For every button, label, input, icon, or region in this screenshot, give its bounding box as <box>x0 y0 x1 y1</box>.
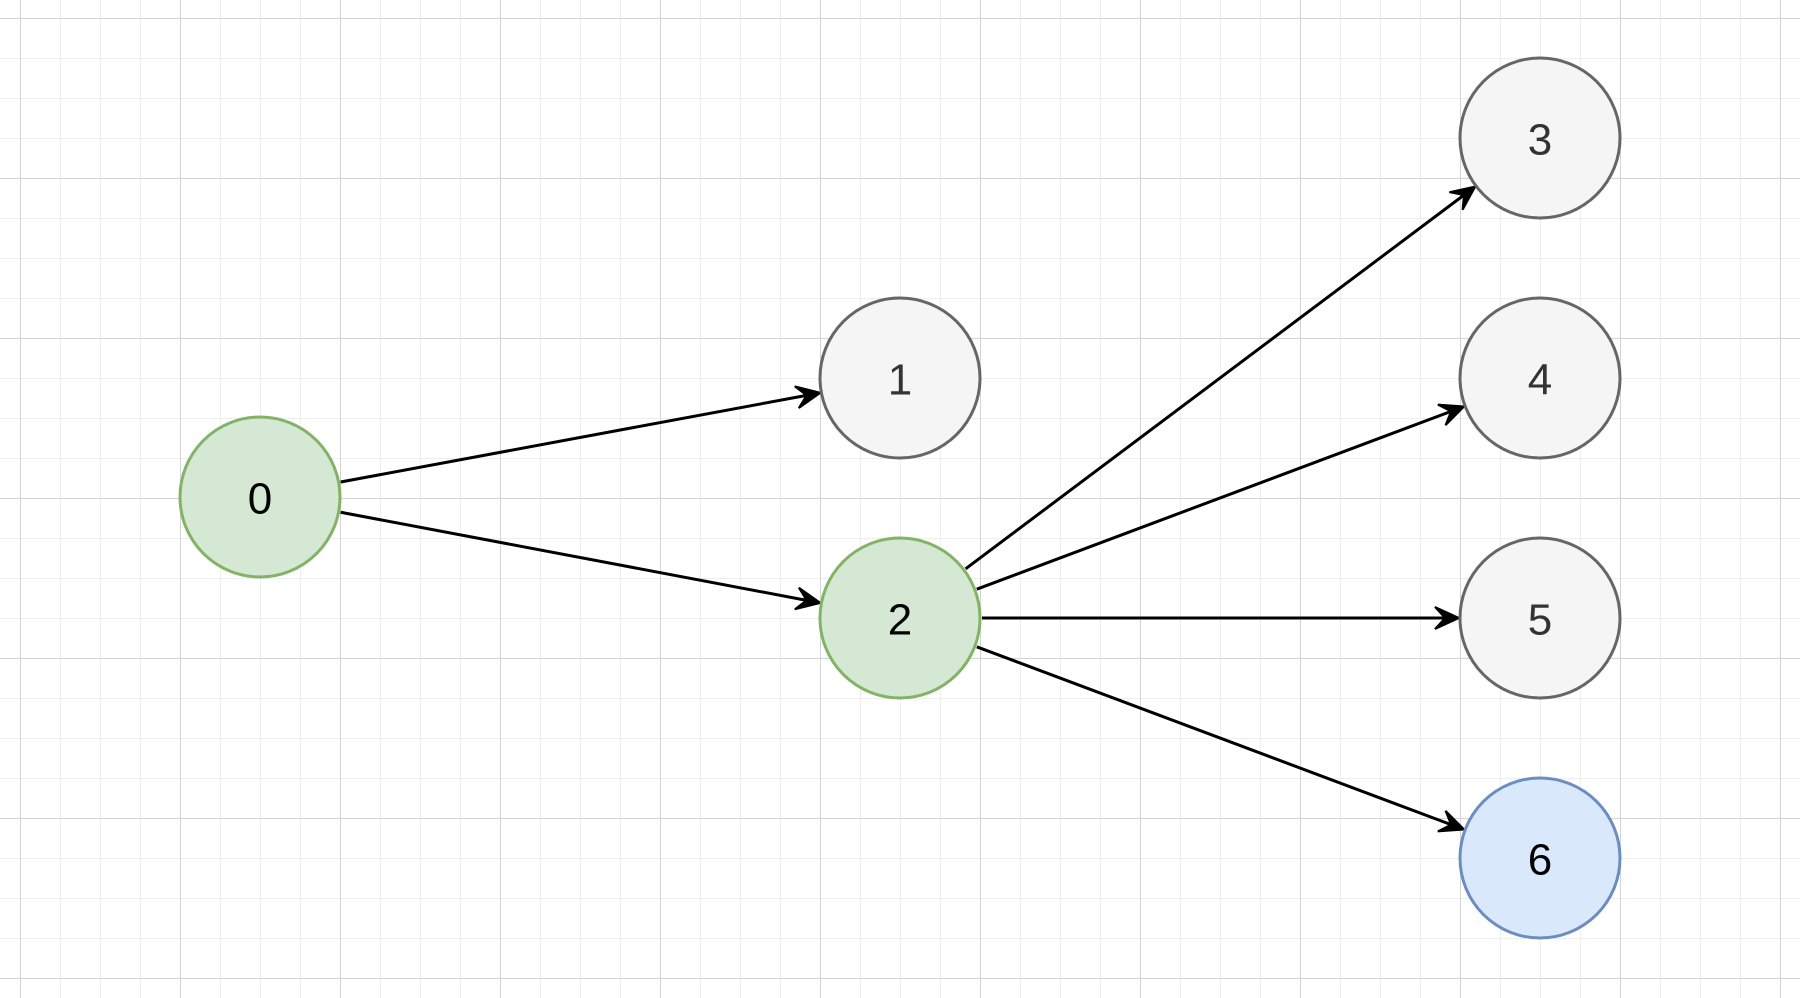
node-4[interactable]: 4 <box>1458 296 1622 460</box>
arrowhead-icon <box>1437 403 1467 426</box>
node-circle <box>178 415 342 579</box>
edge-0-to-2[interactable] <box>340 510 823 611</box>
node-5[interactable]: 5 <box>1458 536 1622 700</box>
edge-line <box>976 409 1452 591</box>
node-1[interactable]: 1 <box>818 296 982 460</box>
node-circle <box>1458 776 1622 940</box>
edge-line <box>340 393 807 484</box>
node-label: 1 <box>888 356 912 405</box>
arrowhead-icon <box>1434 606 1462 630</box>
arrowhead-icon <box>794 586 823 611</box>
node-2[interactable]: 2 <box>818 536 982 700</box>
edge-line <box>976 645 1452 827</box>
edge-line <box>964 193 1465 570</box>
edge-line <box>340 510 807 602</box>
node-3[interactable]: 3 <box>1458 56 1622 220</box>
node-label: 0 <box>248 475 272 524</box>
node-label: 5 <box>1528 596 1552 645</box>
edges-layer <box>340 185 1478 833</box>
arrowhead-icon <box>1449 185 1478 211</box>
edge-0-to-1[interactable] <box>340 385 823 484</box>
node-0[interactable]: 0 <box>178 415 342 579</box>
node-label: 2 <box>888 596 912 645</box>
node-circle <box>1458 296 1622 460</box>
node-label: 4 <box>1528 356 1552 405</box>
node-circle <box>818 296 982 460</box>
node-6[interactable]: 6 <box>1458 776 1622 940</box>
node-circle <box>818 536 982 700</box>
edge-2-to-5[interactable] <box>982 606 1462 630</box>
arrowhead-icon <box>794 385 823 409</box>
edge-2-to-6[interactable] <box>976 645 1467 833</box>
arrowhead-icon <box>1437 810 1467 833</box>
nodes-layer: 0 1 2 3 4 5 6 <box>178 56 1622 940</box>
edge-2-to-3[interactable] <box>964 185 1478 570</box>
node-circle <box>1458 56 1622 220</box>
node-label: 6 <box>1528 836 1552 885</box>
node-circle <box>1458 536 1622 700</box>
edge-2-to-4[interactable] <box>976 403 1467 591</box>
node-label: 3 <box>1528 116 1552 165</box>
